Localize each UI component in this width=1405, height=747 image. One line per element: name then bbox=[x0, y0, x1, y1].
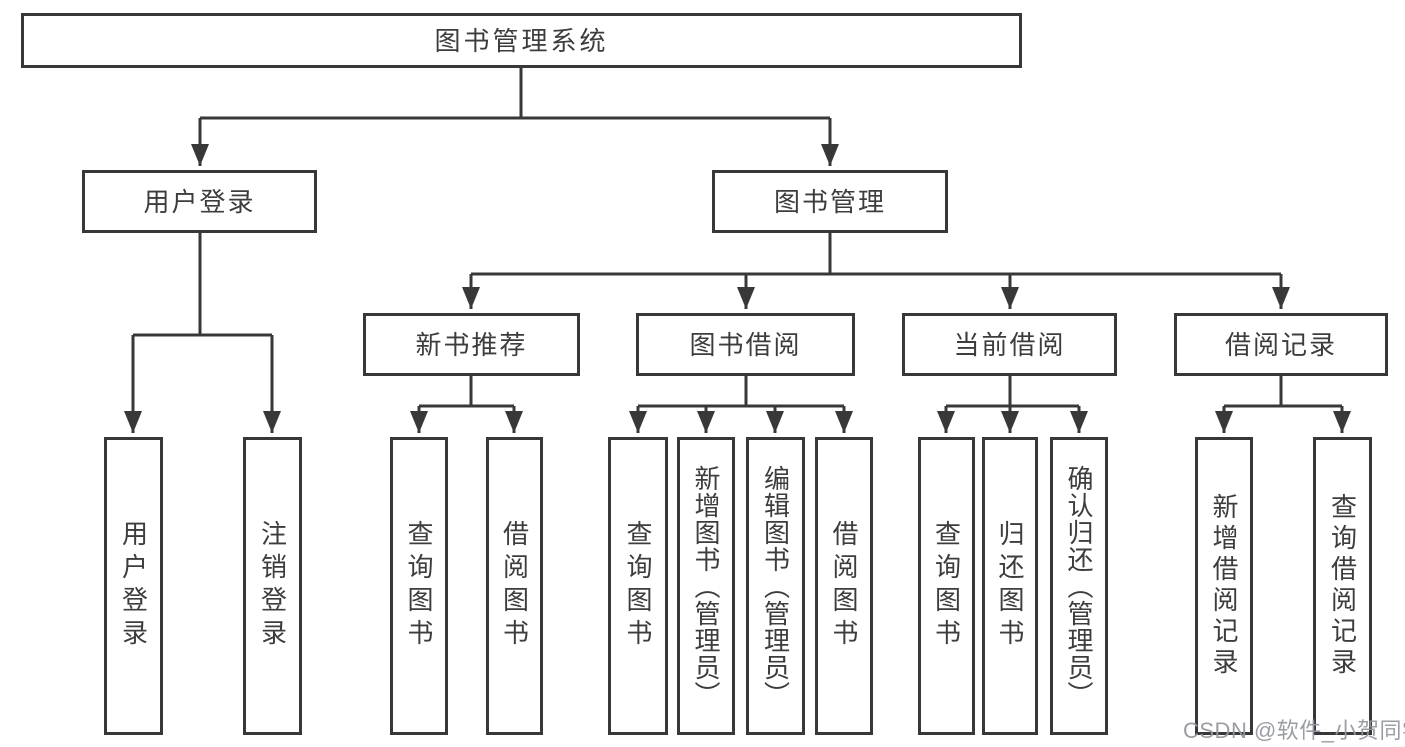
node-current-borrowing: 当前借阅 bbox=[902, 313, 1117, 376]
csdn-watermark: CSDN @软件_小贺同学 bbox=[1183, 718, 1405, 743]
leaf-borrow-books-borrowing: 借阅图书 bbox=[815, 437, 873, 735]
leaf-query-books-current: 查询图书 bbox=[918, 437, 975, 735]
leaf-user-login: 用户登录 bbox=[104, 437, 163, 735]
leaf-borrow-books-recommend: 借阅图书 bbox=[486, 437, 543, 735]
leaf-query-borrow-record: 查询借阅记录 bbox=[1313, 437, 1372, 735]
leaf-add-book-admin: 新增图书（管理员） bbox=[677, 437, 735, 735]
node-borrowing-records: 借阅记录 bbox=[1174, 313, 1388, 376]
leaf-confirm-return-admin: 确认归还（管理员） bbox=[1050, 437, 1108, 735]
node-user-login: 用户登录 bbox=[82, 170, 317, 233]
leaf-query-books-borrowing: 查询图书 bbox=[608, 437, 668, 735]
node-new-book-recommend: 新书推荐 bbox=[363, 313, 580, 376]
leaf-add-borrow-record: 新增借阅记录 bbox=[1195, 437, 1253, 735]
node-root: 图书管理系统 bbox=[21, 13, 1022, 68]
leaf-edit-book-admin: 编辑图书（管理员） bbox=[746, 437, 805, 735]
leaf-return-books: 归还图书 bbox=[982, 437, 1038, 735]
leaf-logout: 注销登录 bbox=[243, 437, 302, 735]
node-book-borrowing: 图书借阅 bbox=[636, 313, 855, 376]
leaf-query-books-recommend: 查询图书 bbox=[390, 437, 448, 735]
node-book-management: 图书管理 bbox=[712, 170, 948, 233]
